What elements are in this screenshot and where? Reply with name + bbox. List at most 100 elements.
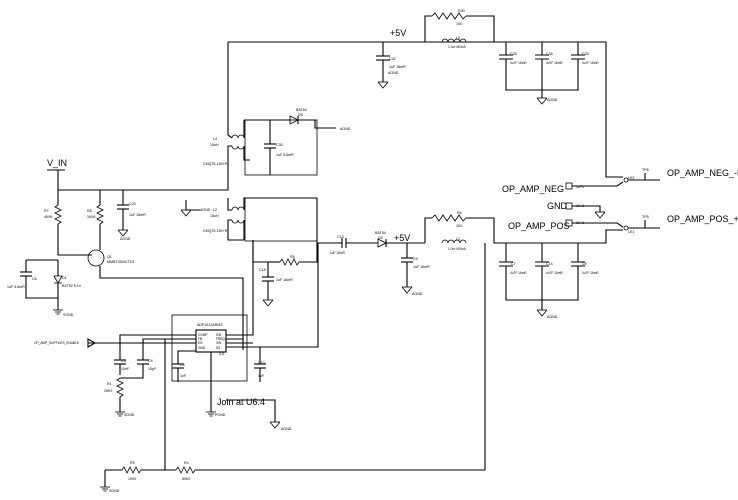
l2-val: 15uH [210, 214, 219, 218]
neg-charge-pump: AGND [58, 42, 351, 191]
l2-ref: L2 [213, 208, 217, 212]
c9-ref: C9 [413, 257, 418, 261]
l3-ref: L3 [456, 36, 460, 40]
c10-ref: C10 [258, 361, 265, 365]
r1-ref: R1 [107, 382, 112, 386]
c34-ref: C34 [546, 52, 553, 56]
d1-ref: D1 [62, 276, 67, 280]
net-label-5v-top: +5V [390, 28, 406, 38]
c7-val: 4u7F 16mR [510, 271, 527, 275]
r1-val: 26K9 [104, 389, 112, 393]
net-label-5v-mid: +5V [394, 233, 410, 243]
c18-val: 1uF 16mR [276, 278, 293, 282]
r4-ref: R4 [184, 461, 189, 465]
agnd-label-c32: AGND [388, 71, 399, 75]
c4-ref: C4 [148, 359, 153, 363]
c19-ref: C19 [337, 235, 344, 239]
conn-tp5: TP5 [642, 215, 649, 219]
c30-val: 1uF 5.6mR [276, 153, 294, 157]
pgnd-label-u11: PGND [215, 413, 226, 417]
c33-ref: C33 [582, 52, 589, 56]
c32-ref: C32 [389, 57, 396, 61]
net-label-gnd: GND [547, 201, 568, 211]
top-rail [228, 12, 623, 178]
agnd-label-c9: AGND [412, 292, 423, 296]
c4-val: 15pF [148, 367, 157, 371]
output-connectors [565, 173, 660, 231]
c33-val: 4u7F 16mR [582, 61, 599, 65]
l3-val: 1.0uH 60mA [448, 45, 467, 49]
r5-ref: R5 [130, 461, 135, 465]
r4-val: 80K0 [182, 477, 190, 481]
c10-val: 1uF [258, 374, 265, 378]
c30-ref: C30 [276, 143, 283, 147]
conn-lk2: LK2 [628, 176, 634, 180]
r7-val: 4K99 [44, 215, 52, 219]
l4-part: CMQ75-150+R [203, 162, 228, 166]
c9-val: 1uF 16mR [413, 265, 430, 269]
feedback-divider [99, 243, 486, 492]
c18-ref: C18 [259, 268, 266, 272]
c5-ref: C5 [180, 363, 185, 367]
d1-val: BZT52 5.1V [62, 284, 82, 288]
c14-ref: C14 [546, 262, 553, 266]
agnd-label-c20: AGND [120, 237, 131, 241]
sgnd-label-bottom: SGND [109, 489, 120, 493]
d6-val: BAT54 [296, 108, 307, 112]
pos-output-filter [424, 214, 623, 317]
join-note: Join at U6.4 [217, 397, 265, 407]
u11-pin-ss: SS [216, 346, 220, 350]
c6-ref: C6 [32, 277, 37, 281]
c8-ref: C8 [582, 262, 587, 266]
u11-pin-sw: SW [216, 333, 221, 337]
c20-val: 1uF 16mR [129, 213, 146, 217]
d5-val: BAT54 [375, 231, 386, 235]
d5-ref: D5 [378, 236, 383, 240]
net-label-enable: OP_AMP_SUPPLIES_ENABLE [34, 341, 79, 345]
r30-ref: R30 [458, 9, 465, 13]
l2-block [180, 197, 342, 244]
conn-neg-in: 10+1 [576, 185, 584, 189]
conn-lk1: LK1 [628, 230, 634, 234]
c14-val: 4u7F 16mR [546, 271, 563, 275]
c32-val: 1uF 16mR [389, 65, 406, 69]
l1-val: 1.0uH 60mA [448, 247, 467, 251]
u11-part: ADP1613ARMZ [197, 323, 223, 327]
mid-section [252, 238, 425, 307]
agnd-label-join: AGND [281, 427, 292, 431]
net-label-op-amp-pos-5v: OP_AMP_POS_+5V [667, 214, 738, 224]
u11-pin-vin: VIN [216, 341, 222, 345]
u11-ref: U11 [219, 352, 225, 356]
r7-ref: R7 [44, 209, 49, 213]
agnd-label-bottom: AGND [547, 315, 558, 319]
net-label-op-amp-pos: OP_AMP_POS [508, 221, 570, 231]
c35-ref: C35 [510, 52, 517, 56]
u11-pin-gnd: GND [198, 346, 206, 350]
c3-val: 10nF [121, 367, 130, 371]
vin-regulator [20, 169, 244, 350]
u11-pin-fb: FB [198, 337, 202, 341]
r5-val: 10K5 [128, 477, 136, 481]
c3-ref: C3 [121, 359, 126, 363]
agnd-label-d6: AGND [340, 127, 351, 131]
u11-pin-comp: COMP [198, 333, 208, 337]
conn-gnd-in: 10+2 [576, 204, 584, 208]
l1-ref: L1 [456, 237, 460, 241]
c8-val: 4u7F 16mR [582, 271, 599, 275]
agnd-label-top: AGND [547, 98, 558, 102]
u11-pin-freq: FREQ [216, 337, 225, 341]
conn-tp6: TP6 [642, 168, 649, 172]
u11-block [87, 240, 319, 429]
sgnd-label-r1: SGND [124, 413, 135, 417]
r8b-val: 1K0 [456, 224, 462, 228]
c5-val: 1nF [180, 374, 187, 378]
d6-ref: D6 [298, 113, 303, 117]
r8-val: 1K99 [87, 215, 95, 219]
net-label-op-amp-neg-5v: OP_AMP_NEG_-5V [667, 168, 738, 178]
l4-ref: L4 [213, 137, 217, 141]
net-label-op-amp-neg: OP_AMP_NEG [502, 184, 564, 194]
q1-ref: Q1 [107, 255, 112, 259]
agnd-label-l2: AGND [200, 208, 211, 212]
r6-ref: R6 [290, 255, 295, 259]
